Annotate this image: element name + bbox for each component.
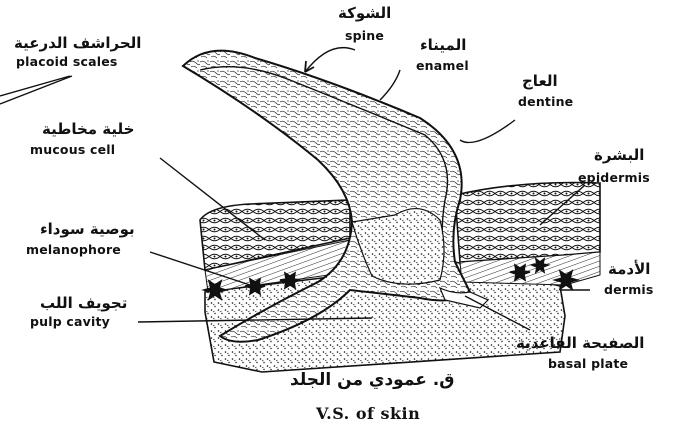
basal-plate-label: basal plate (548, 358, 628, 371)
caption-ar: ق. عمودي من الجلد (290, 372, 454, 389)
melanophore-label-ar: بوصية سوداء (40, 222, 135, 237)
dentine-leader (460, 120, 515, 143)
spine-label-ar: الشوكة (338, 6, 391, 21)
dentine-label-ar: العاج (522, 74, 558, 89)
epidermis-label-ar: البشرة (594, 148, 644, 163)
dermis-label: dermis (604, 284, 654, 297)
epidermis-label: epidermis (578, 172, 650, 185)
melanophore-label: melanophore (26, 244, 121, 257)
basal-plate-label-ar: الصفيحة القاعدية (516, 336, 644, 351)
dentine-label: dentine (518, 96, 573, 109)
mucous-cell-label-ar: خلية مخاطية (42, 122, 134, 137)
placoid-scales-label: placoid scales (16, 56, 118, 69)
dermis-label-ar: الأدمة (608, 262, 650, 277)
pulp-cavity-label-ar: تجويف اللب (40, 296, 127, 311)
caption: V.S. of skin (316, 406, 420, 422)
mucous-cell-label: mucous cell (30, 144, 115, 157)
spine-label: spine (345, 30, 384, 43)
enamel-label: enamel (416, 60, 469, 73)
placoid-scales-label-ar: الحراشف الدرعية (14, 36, 141, 51)
placoid-scales-leader (0, 76, 72, 104)
pulp-cavity-label: pulp cavity (30, 316, 110, 329)
enamel-label-ar: الميناء (420, 38, 466, 53)
enamel-leader (380, 70, 400, 100)
